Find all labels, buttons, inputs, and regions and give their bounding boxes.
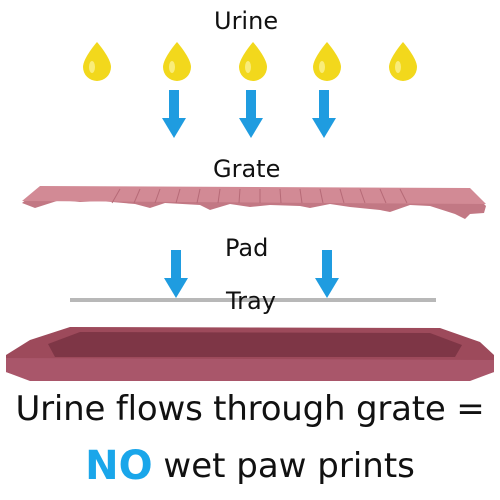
down-arrow-icon [162,90,186,140]
caption-emphasis: NO [85,443,153,489]
water-drop-icon [80,40,114,84]
down-arrow-icon [164,250,188,300]
water-drop-icon [310,40,344,84]
caption-line-2: NO wet paw prints [0,446,500,486]
down-arrow-icon [239,90,263,140]
caption-line-2-rest: wet paw prints [163,446,415,486]
tray [6,327,494,381]
grate [22,186,486,219]
label-pad: Pad [225,234,269,262]
water-drop-icon [386,40,420,84]
label-urine: Urine [214,7,279,35]
caption-line-1: Urine flows through grate = [15,389,485,429]
down-arrow-icon [315,250,339,300]
label-tray: Tray [226,287,276,315]
water-drop-icon [160,40,194,84]
label-grate: Grate [213,155,281,183]
pad [70,298,436,302]
water-drop-icon [236,40,270,84]
down-arrow-icon [312,90,336,140]
